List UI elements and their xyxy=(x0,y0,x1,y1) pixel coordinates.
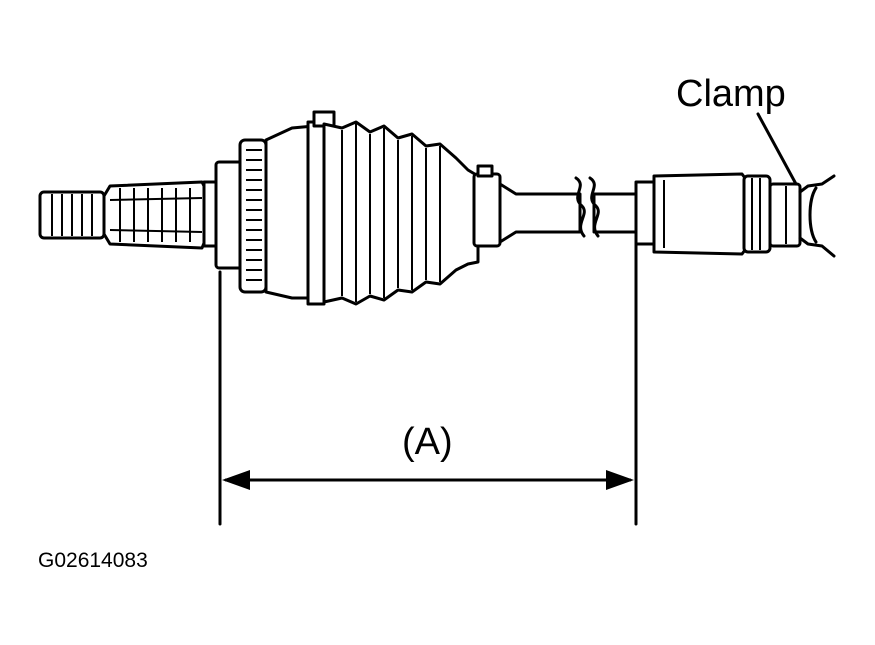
joint-collar xyxy=(202,160,244,270)
splined-stub xyxy=(38,190,106,240)
dimension-a: (A) xyxy=(218,238,638,526)
tone-ring xyxy=(238,138,268,294)
small-boot-band xyxy=(472,164,502,248)
cv-boot xyxy=(322,120,480,306)
intermediate-shaft xyxy=(498,176,642,244)
drive-shaft-assembly xyxy=(38,110,836,306)
inner-boot-stub xyxy=(798,174,836,258)
dimension-label: (A) xyxy=(402,421,453,463)
dimension-arrow-right xyxy=(606,470,634,490)
clamp-label: Clamp xyxy=(676,73,786,115)
clamp-band xyxy=(742,174,802,254)
dimension-arrow-left xyxy=(222,470,250,490)
figure-id: G02614083 xyxy=(38,549,148,572)
clamp-callout: Clamp xyxy=(676,73,798,186)
inner-joint-housing xyxy=(634,172,750,256)
outer-spline-section xyxy=(102,180,208,250)
